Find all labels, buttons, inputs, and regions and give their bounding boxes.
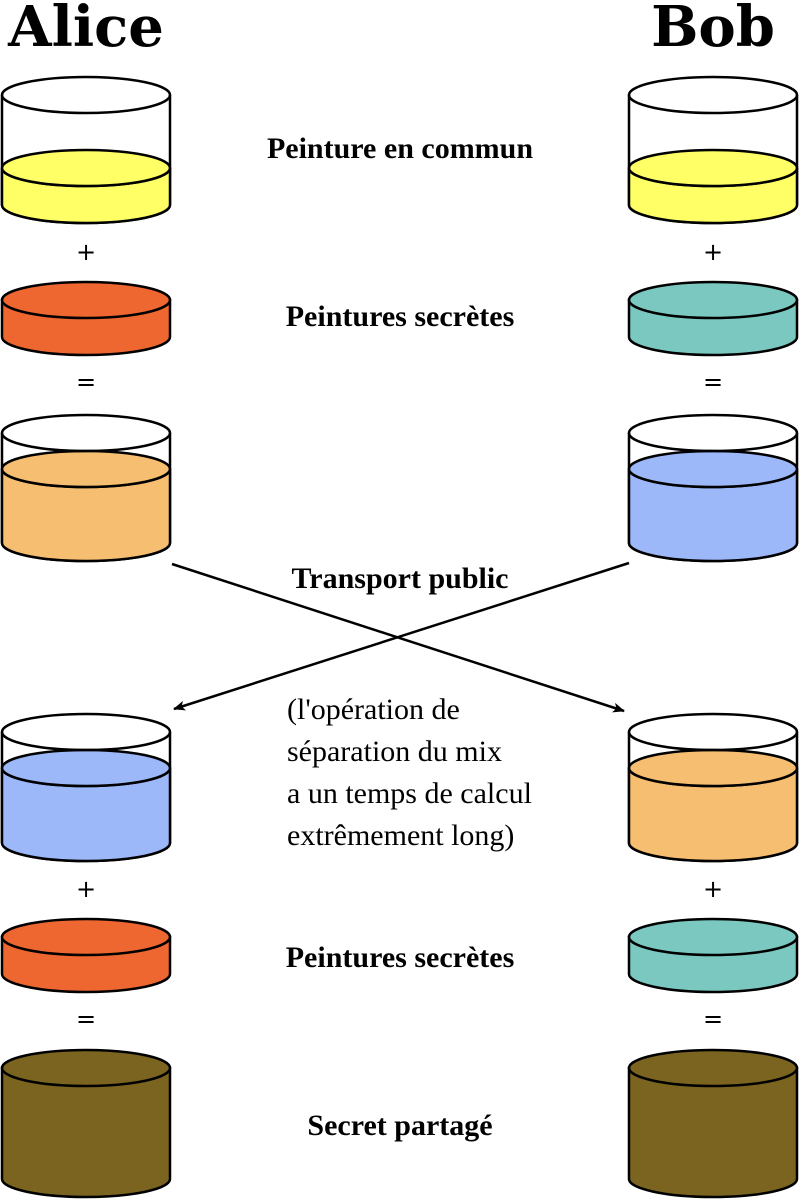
bob-secret-paint-disc-2 bbox=[627, 917, 799, 994]
secret-paints-label: Peintures secrètes bbox=[286, 300, 515, 333]
common-paint-label: Peinture en commun bbox=[267, 132, 533, 165]
alice-plus-sign-2: + bbox=[76, 875, 96, 903]
alice-common-paint-pot bbox=[0, 75, 172, 225]
alice-shared-secret-pot bbox=[0, 1048, 172, 1199]
bob-mix-pot bbox=[627, 413, 799, 563]
alice-mix-pot bbox=[0, 413, 172, 563]
bob-equals-sign: = bbox=[703, 368, 723, 396]
bob-received-mix-pot bbox=[627, 712, 799, 863]
alice-equals-sign: = bbox=[76, 368, 96, 396]
transport-label: Transport public bbox=[292, 562, 509, 595]
bob-label: Bob bbox=[651, 0, 775, 60]
bob-secret-paint-disc bbox=[627, 280, 799, 357]
alice-received-mix-pot bbox=[0, 712, 172, 863]
alice-secret-paint-disc-2 bbox=[0, 917, 172, 994]
bob-plus-sign-2: + bbox=[703, 875, 723, 903]
bob-plus-sign: + bbox=[703, 238, 723, 266]
alice-plus-sign: + bbox=[76, 238, 96, 266]
shared-secret-label: Secret partagé bbox=[307, 1109, 492, 1142]
alice-label: Alice bbox=[7, 0, 164, 60]
bob-common-paint-pot bbox=[627, 75, 799, 225]
secret-paints-label-2: Peintures secrètes bbox=[286, 941, 515, 974]
alice-equals-sign-2: = bbox=[76, 1005, 96, 1033]
bob-to-alice-arrow bbox=[173, 561, 630, 711]
bob-shared-secret-pot bbox=[627, 1048, 799, 1199]
bob-equals-sign-2: = bbox=[703, 1005, 723, 1033]
alice-secret-paint-disc bbox=[0, 280, 172, 357]
separation-note: (l'opération de séparation du mix a un t… bbox=[287, 693, 532, 852]
note-line-4: extrêmement long) bbox=[287, 819, 514, 852]
note-line-2: séparation du mix bbox=[287, 735, 502, 768]
note-line-1: (l'opération de bbox=[287, 693, 460, 726]
note-line-3: a un temps de calcul bbox=[287, 777, 532, 810]
